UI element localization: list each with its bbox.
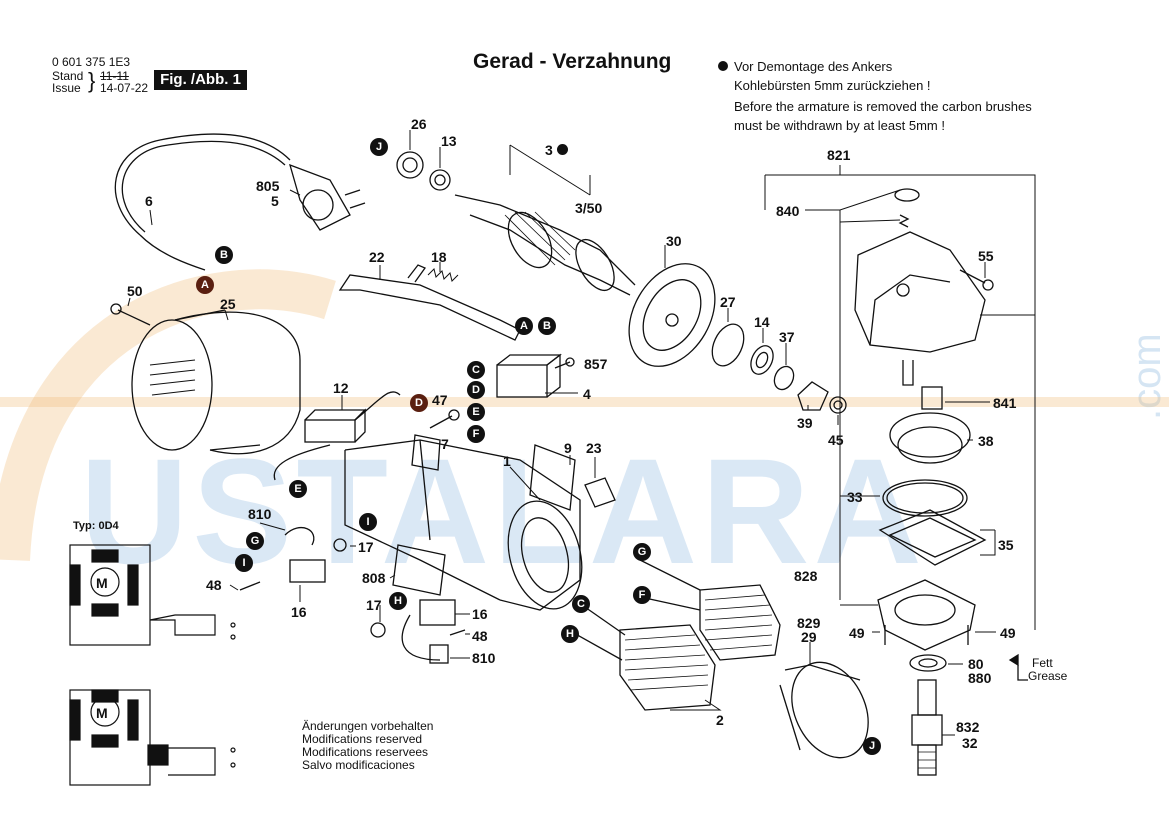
- callout-marker: F: [633, 586, 651, 604]
- part-label: 2: [716, 712, 724, 728]
- note-en-1: Before the armature is removed the carbo…: [734, 99, 1032, 114]
- part-label: 12: [333, 380, 349, 396]
- svg-text:M: M: [96, 575, 108, 591]
- callout-marker: G: [633, 543, 651, 561]
- part-label: 18: [431, 249, 447, 265]
- part-label: 25: [220, 296, 236, 312]
- part-label: 16: [472, 606, 488, 622]
- mod-fr: Modifications reservees: [302, 745, 429, 759]
- part-label: 80: [968, 656, 984, 672]
- part-label: 22: [369, 249, 385, 265]
- callout-marker: G: [246, 532, 264, 550]
- part-label: 17: [358, 539, 374, 555]
- brace-glyph: }: [88, 68, 96, 93]
- part-label: 32: [962, 735, 978, 751]
- page-title: Gerad - Verzahnung: [473, 50, 672, 73]
- typ-label: Typ: 0D4: [73, 520, 119, 532]
- part-label: 3/50: [575, 200, 603, 216]
- part-label: 16: [291, 604, 307, 620]
- part-label: 810: [248, 506, 272, 522]
- callout-marker: D: [410, 394, 428, 412]
- mod-es: Salvo modificaciones: [302, 758, 415, 772]
- callout-marker: D: [467, 381, 485, 399]
- fig-label: Fig. /Abb. 1: [154, 70, 247, 90]
- callout-marker: F: [467, 425, 485, 443]
- part-label: 38: [978, 433, 994, 449]
- part-label: 832: [956, 719, 980, 735]
- svg-text:M: M: [96, 705, 108, 721]
- callout-marker: A: [515, 317, 533, 335]
- callout-marker: I: [235, 554, 253, 572]
- part-label: 821: [827, 147, 851, 163]
- part-label: 26: [411, 116, 427, 132]
- callout-marker: C: [467, 361, 485, 379]
- part-label: 829: [797, 615, 821, 631]
- part-label: 880: [968, 670, 992, 686]
- grease-en: Grease: [1028, 669, 1068, 683]
- part-label: 29: [801, 629, 817, 645]
- part-label: 3: [545, 142, 553, 158]
- callout-marker: E: [289, 480, 307, 498]
- part-label: 7: [441, 436, 449, 452]
- part-label: 30: [666, 233, 682, 249]
- part-label: 841: [993, 395, 1017, 411]
- grease-de: Fett: [1032, 656, 1053, 670]
- part-label: 9: [564, 440, 572, 456]
- part-label: 33: [847, 489, 863, 505]
- part-label: 45: [828, 432, 844, 448]
- callout-marker: J: [863, 737, 881, 755]
- callout-marker: H: [389, 592, 407, 610]
- bullet-icon: [557, 144, 568, 155]
- callout-marker: B: [215, 246, 233, 264]
- watermark: USTALARA: [80, 427, 926, 595]
- mod-de: Änderungen vorbehalten: [302, 719, 434, 733]
- callout-marker: E: [467, 403, 485, 421]
- part-label: 49: [1000, 625, 1016, 641]
- note-bullet: [718, 61, 728, 71]
- part-label: 808: [362, 570, 386, 586]
- callout-marker: J: [370, 138, 388, 156]
- part-label: 48: [472, 628, 488, 644]
- callout-marker: I: [359, 513, 377, 531]
- part-label: 17: [366, 597, 382, 613]
- part-label: 828: [794, 568, 818, 584]
- part-label: 23: [586, 440, 602, 456]
- callout-marker: C: [572, 595, 590, 613]
- part-label: 840: [776, 203, 800, 219]
- note-en-2: must be withdrawn by at least 5mm !: [734, 118, 945, 133]
- callout-marker: H: [561, 625, 579, 643]
- note-de-1: Vor Demontage des Ankers: [734, 59, 893, 74]
- stand-label: Stand: [52, 69, 84, 83]
- part-label: 49: [849, 625, 865, 641]
- part-label: 48: [206, 577, 222, 593]
- date-old: 11-11: [100, 69, 129, 83]
- date-new: 14-07-22: [100, 81, 149, 95]
- part-label: 27: [720, 294, 736, 310]
- part-number: 0 601 375 1E3: [52, 55, 131, 69]
- note-de-2: Kohlebürsten 5mm zurückziehen !: [734, 78, 931, 93]
- part-label: 50: [127, 283, 143, 299]
- part-label: 55: [978, 248, 994, 264]
- part-label: 47: [432, 392, 448, 408]
- part-label: 1: [503, 453, 511, 469]
- part-label: 805: [256, 178, 280, 194]
- part-label: 6: [145, 193, 153, 209]
- part-label: 857: [584, 356, 608, 372]
- mod-en: Modifications reserved: [302, 732, 423, 746]
- part-label: 5: [271, 193, 279, 209]
- issue-label: Issue: [52, 81, 81, 95]
- part-label: 810: [472, 650, 496, 666]
- callout-marker: B: [538, 317, 556, 335]
- callout-marker: A: [196, 276, 214, 294]
- part-label: 4: [583, 386, 591, 402]
- part-label: 14: [754, 314, 770, 330]
- part-label: 39: [797, 415, 813, 431]
- part-label: 13: [441, 133, 457, 149]
- part-label: 35: [998, 537, 1014, 553]
- part-label: 37: [779, 329, 795, 345]
